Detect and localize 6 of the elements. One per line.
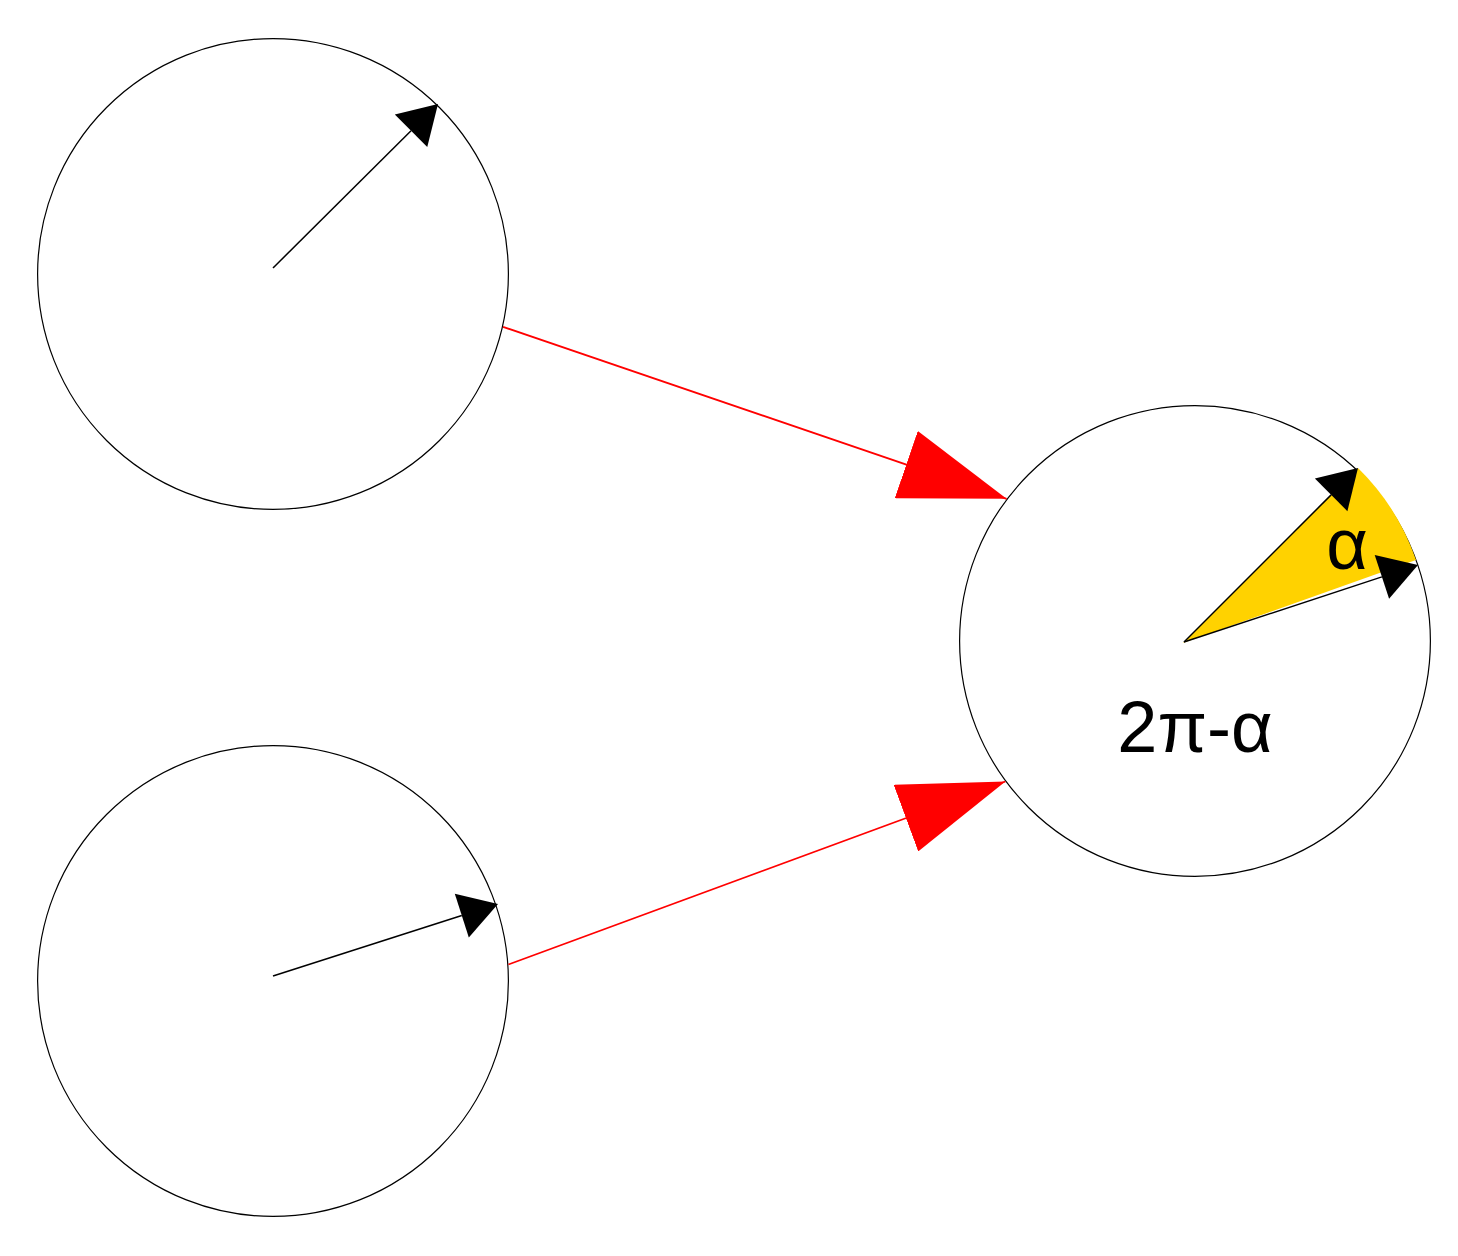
circle — [37, 745, 509, 1217]
arrow — [507, 780, 1007, 966]
circle — [37, 38, 509, 510]
angle-label: 2π-α — [1117, 691, 1273, 763]
angle-label: α — [1326, 508, 1368, 580]
arrow — [502, 325, 1008, 500]
